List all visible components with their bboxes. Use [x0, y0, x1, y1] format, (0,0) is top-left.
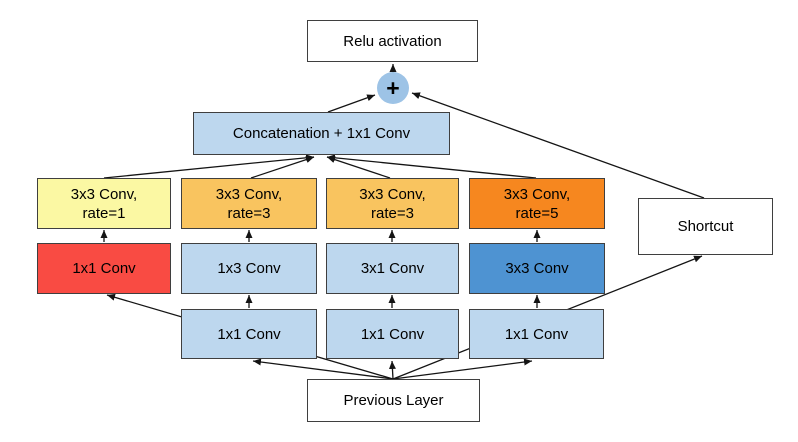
rate3b-line2: rate=3 — [371, 204, 414, 222]
bottom3-label: 1x1 Conv — [504, 325, 569, 343]
shortcut-label: Shortcut — [677, 218, 734, 235]
rate5-line1: 3x3 Conv, — [503, 185, 571, 203]
relu-label: Relu activation — [343, 32, 442, 50]
node-red-1x1-conv: 1x1 Conv — [37, 243, 171, 294]
arrow-shortcut-to-plus — [411, 92, 705, 199]
1x3-label: 1x3 Conv — [217, 260, 281, 277]
arrow-prev-to-bottom2 — [388, 360, 396, 380]
node-bottom-1x1-conv-2: 1x1 Conv — [326, 309, 459, 359]
rate1-line2: rate=1 — [82, 204, 126, 222]
node-3x3-conv-rate3-a: 3x3 Conv, rate=3 — [181, 178, 317, 229]
node-3x3-conv-rate3-b: 3x3 Conv, rate=3 — [326, 178, 459, 229]
rate5-line2: rate=5 — [515, 204, 559, 222]
node-bottom-1x1-conv-1: 1x1 Conv — [181, 309, 317, 359]
arrow-prev-to-bottom1 — [252, 358, 394, 380]
bottom1-label: 1x1 Conv — [217, 325, 281, 343]
node-concatenation-1x1-conv: Concatenation + 1x1 Conv — [193, 112, 450, 155]
node-3x3-conv-rate5: 3x3 Conv, rate=5 — [469, 178, 605, 229]
previous-layer-label: Previous Layer — [343, 392, 444, 409]
3x3-label: 3x3 Conv — [505, 260, 569, 277]
node-3x3-conv-rate1: 3x3 Conv, rate=1 — [37, 178, 171, 229]
node-3x3-conv: 3x3 Conv — [469, 243, 605, 294]
node-plus-add: + — [377, 72, 409, 104]
arrow-prev-to-bottom3 — [392, 358, 533, 380]
node-previous-layer: Previous Layer — [307, 379, 480, 422]
node-1x3-conv: 1x3 Conv — [181, 243, 317, 294]
arrow-rate1-to-concat — [103, 154, 315, 179]
red-1x1-label: 1x1 Conv — [72, 260, 136, 277]
plus-sign: + — [386, 74, 400, 101]
arrow-rate3a-to-concat — [250, 156, 315, 179]
node-relu-activation: Relu activation — [307, 20, 478, 62]
node-3x1-conv: 3x1 Conv — [326, 243, 459, 294]
rate3a-line2: rate=3 — [227, 204, 271, 222]
node-shortcut: Shortcut — [638, 198, 773, 255]
arrow-rate3b-to-concat — [326, 156, 391, 179]
arrow-rate5-to-concat — [326, 154, 537, 179]
node-bottom-1x1-conv-3: 1x1 Conv — [469, 309, 604, 359]
arrow-concat-to-plus — [327, 94, 376, 113]
rate3b-line1: 3x3 Conv, — [359, 185, 426, 203]
bottom2-label: 1x1 Conv — [360, 325, 425, 343]
concat-label: Concatenation + 1x1 Conv — [232, 125, 411, 142]
3x1-label: 3x1 Conv — [360, 260, 425, 277]
rate1-line1: 3x3 Conv, — [70, 185, 138, 203]
rate3a-line1: 3x3 Conv, — [215, 185, 283, 203]
